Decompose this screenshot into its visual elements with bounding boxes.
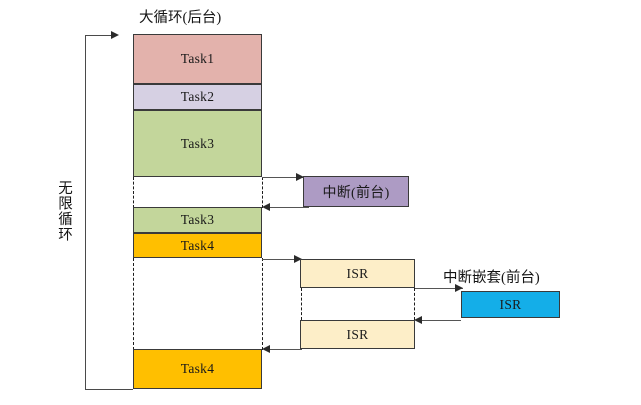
loop-bottom-line: [85, 389, 133, 390]
interrupt-return-arrowhead: [262, 202, 270, 211]
loop-vertical-line: [85, 35, 86, 390]
interrupt-enter-arrowhead: [296, 172, 304, 181]
task-left-dash-1: [133, 177, 134, 208]
block-isr-nested: ISR: [461, 291, 560, 318]
isr1-enter-arrowhead: [294, 254, 302, 263]
isr-nested-return-arrowhead: [414, 315, 422, 324]
block-isr-first: ISR: [300, 259, 415, 288]
loop-top-line: [85, 35, 117, 36]
block-interrupt: 中断(前台): [303, 176, 409, 207]
block-task3-second: Task3: [133, 207, 262, 233]
loop-top-arrowhead: [111, 30, 119, 39]
title-nested-interrupt: 中断嵌套(前台): [443, 270, 540, 286]
task-right-dash-1: [262, 177, 263, 208]
block-isr-second: ISR: [300, 320, 415, 349]
isr-nested-enter-arrowhead: [455, 283, 463, 292]
isr-right-dash: [414, 288, 415, 320]
block-task2: Task2: [133, 84, 262, 110]
block-task4-second: Task4: [133, 349, 262, 389]
interrupt-return-line: [268, 207, 309, 208]
isr-nested-enter-line: [415, 288, 463, 289]
title-main-loop: 大循环(后台): [139, 10, 222, 26]
task-left-dash-2: [133, 258, 134, 350]
isr-nested-return-line: [420, 320, 461, 321]
block-task4-first: Task4: [133, 233, 262, 258]
task-right-dash-2: [262, 258, 263, 350]
isr1-enter-line: [262, 259, 302, 260]
loop-label: 无限循环: [56, 180, 72, 242]
block-task3-first: Task3: [133, 110, 262, 177]
isr-left-dash: [301, 288, 302, 320]
isr2-return-line: [268, 349, 302, 350]
interrupt-enter-line: [262, 177, 305, 178]
block-task1: Task1: [133, 34, 262, 84]
isr2-return-arrowhead: [262, 344, 270, 353]
